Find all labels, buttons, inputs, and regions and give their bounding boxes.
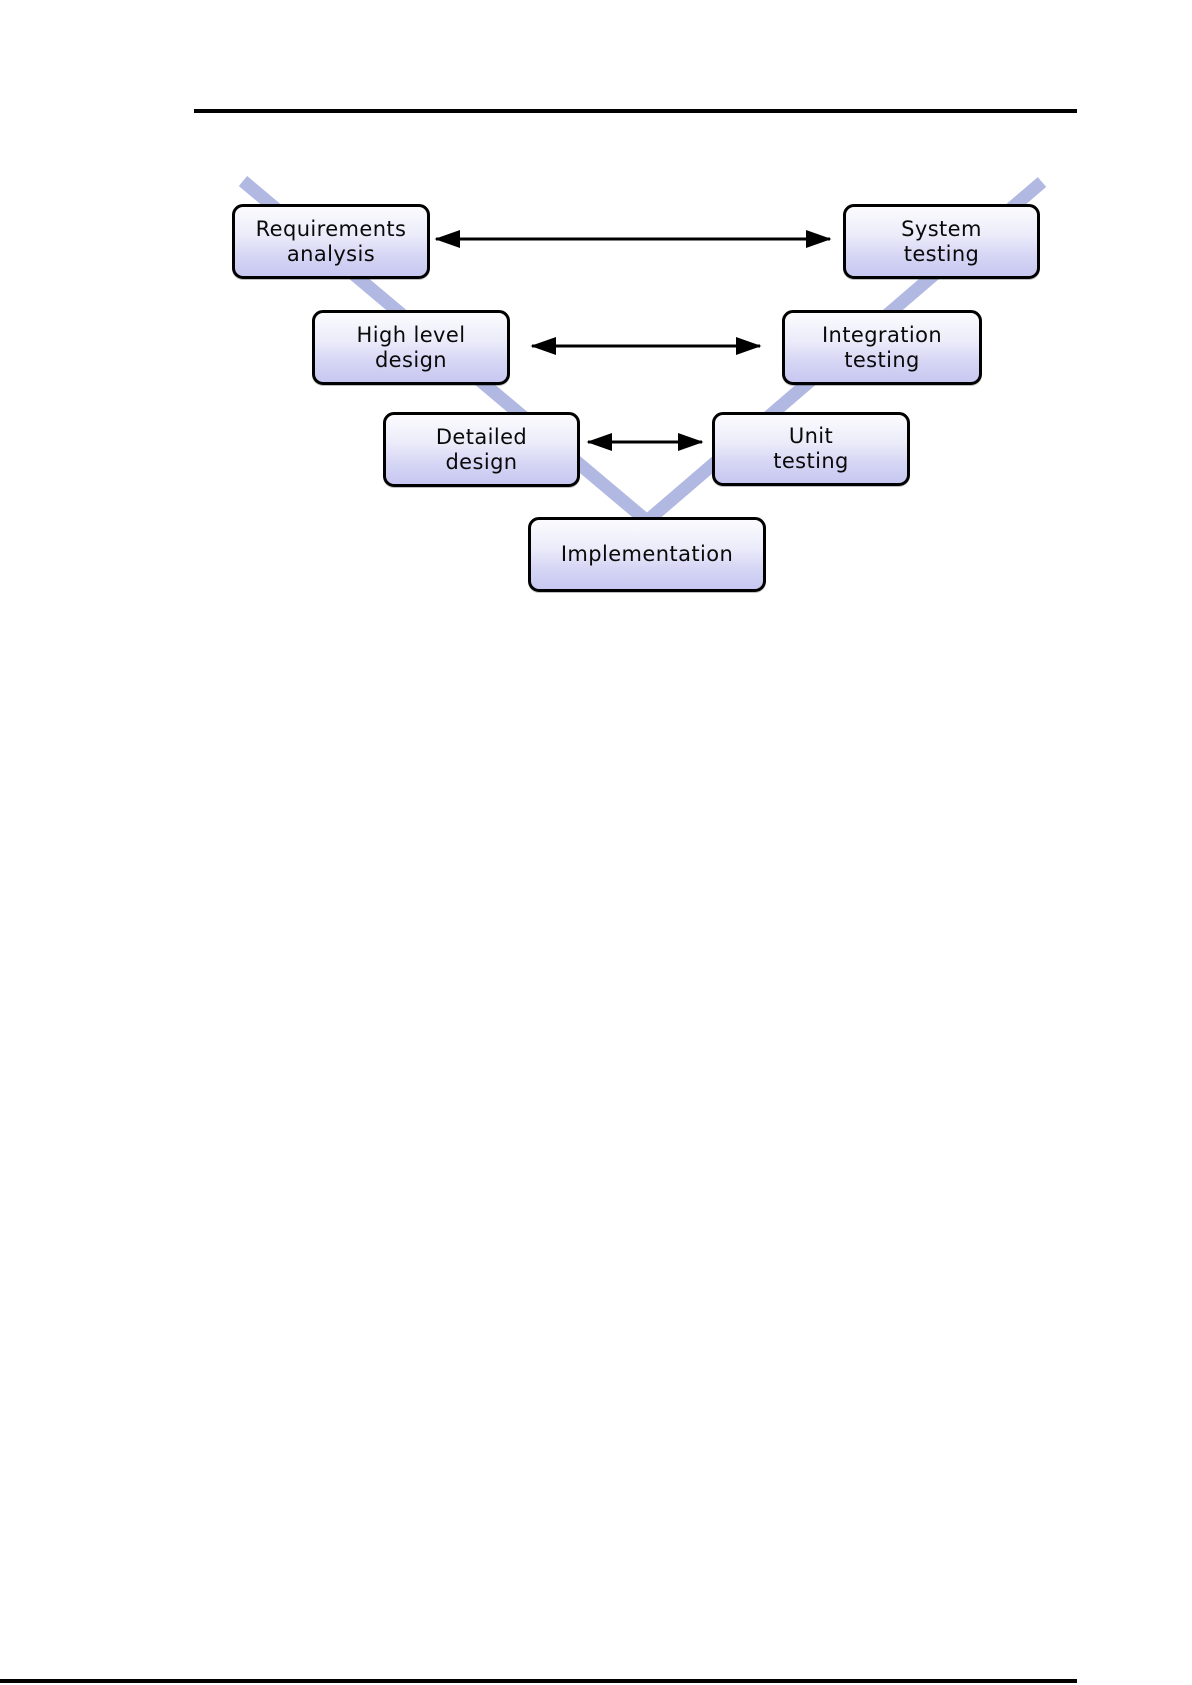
header-rule <box>194 109 1077 113</box>
footer-rule <box>0 1679 1077 1683</box>
right-branch-line <box>642 177 1047 526</box>
verification-arrows <box>434 230 832 451</box>
v-shape-lines <box>238 176 1047 526</box>
left-branch-line <box>238 176 652 526</box>
